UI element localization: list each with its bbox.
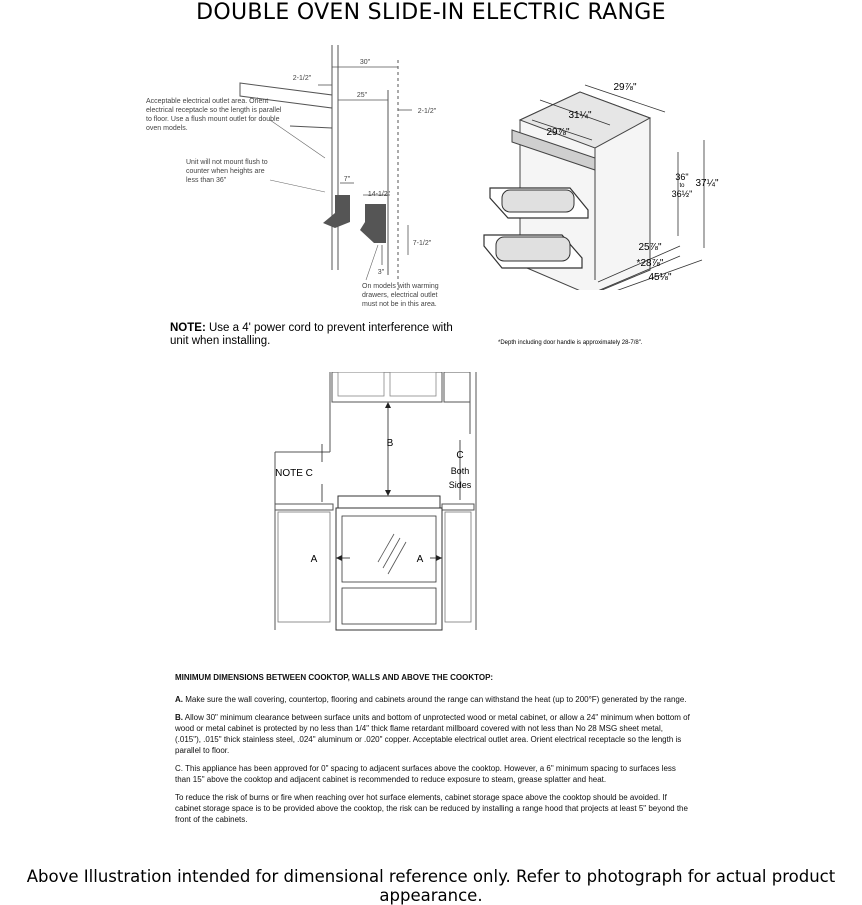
left-base-cabinet bbox=[277, 511, 331, 623]
instruction-a: A. Make sure the wall covering, countert… bbox=[175, 694, 690, 705]
label-a-right: A bbox=[417, 554, 424, 565]
range-oven-window bbox=[341, 515, 437, 583]
label-a-left: A bbox=[311, 554, 318, 565]
instruction-a-text: Make sure the wall covering, countertop,… bbox=[183, 695, 687, 704]
instruction-c: C. This appliance has been approved for … bbox=[175, 764, 676, 784]
upper-cabinet bbox=[331, 372, 443, 403]
dim-depth-45-label: 45⅛" bbox=[648, 272, 671, 283]
instruction-b-text: Allow 30" minimum clearance between surf… bbox=[175, 713, 690, 755]
label-c: C bbox=[456, 450, 463, 461]
risk-warning: To reduce the risk of burns or fire when… bbox=[175, 793, 688, 824]
instruction-b-label: B. bbox=[175, 713, 183, 722]
power-cord-note: NOTE: Use a 4' power cord to prevent int… bbox=[170, 322, 460, 348]
dim-right-2-5-label: 2-1/2" bbox=[418, 108, 437, 115]
dim-top-label: 29⅞" bbox=[613, 82, 636, 93]
note-label: NOTE: bbox=[170, 322, 206, 334]
disclaimer: Above Illustration intended for dimensio… bbox=[26, 867, 836, 905]
range-top bbox=[337, 495, 441, 509]
instructions-block: MINIMUM DIMENSIONS BETWEEN COOKTOP, WALL… bbox=[175, 672, 690, 825]
control-panel bbox=[511, 129, 596, 171]
label-both: Both bbox=[451, 466, 470, 476]
dim-14-5-label: 14-1/2" bbox=[368, 191, 391, 198]
dim-3-label: 3" bbox=[378, 269, 385, 276]
clearance-diagram: A A B C Both Sides NOTE C bbox=[274, 372, 477, 631]
dim-7-5-label: 7-1/2" bbox=[413, 240, 432, 247]
outlet-area-right bbox=[360, 204, 386, 243]
dim-to-label: to bbox=[679, 183, 685, 189]
label-b: B bbox=[387, 438, 394, 449]
dim-height-37-label: 37¼" bbox=[695, 177, 718, 189]
dim-depth-28-label: *28⅞" bbox=[637, 258, 664, 269]
instructions-heading: MINIMUM DIMENSIONS BETWEEN COOKTOP, WALL… bbox=[175, 673, 494, 682]
range-lower-drawer bbox=[341, 587, 437, 625]
label-sides: Sides bbox=[449, 480, 472, 490]
range-dimension-drawing: 29⅞" 31¼" 29⅞" 36" to 36½" 37¼" 25⅞" *28… bbox=[483, 82, 719, 290]
warming-drawer-note: On models with warming drawers, electric… bbox=[362, 283, 439, 308]
mount-note: Unit will not mount flush to counter whe… bbox=[186, 159, 268, 184]
depth-footnote: *Depth including door handle is approxim… bbox=[498, 340, 643, 346]
dim-25-label: 25" bbox=[357, 92, 368, 99]
range-cooktop bbox=[518, 91, 652, 149]
instruction-b: B. Allow 30" minimum clearance between s… bbox=[175, 712, 690, 756]
label-note-c: NOTE C bbox=[275, 468, 313, 479]
dim-depth-25-label: 25⅞" bbox=[638, 242, 661, 253]
instruction-a-label: A. bbox=[175, 695, 183, 704]
dim-left-2-5-label: 2-1/2" bbox=[293, 75, 312, 82]
installation-cutout-diagram: 30" 25" 2-1/2" 2-1/2" 7" 14-1/2" 7-1/2" … bbox=[239, 45, 437, 290]
outlet-area-left bbox=[323, 195, 350, 228]
dim-7-label: 7" bbox=[344, 176, 351, 183]
dim-height-36-5-label: 36½" bbox=[672, 189, 693, 199]
dim-30-label: 30" bbox=[360, 59, 371, 66]
dim-mid-label: 31¼" bbox=[568, 109, 591, 121]
dim-height-36-label: 36" bbox=[675, 172, 688, 182]
dim-front-label: 29⅞" bbox=[546, 127, 569, 138]
note-text: Use a 4' power cord to prevent interfere… bbox=[170, 322, 453, 347]
outlet-note: Acceptable electrical outlet area. Orien… bbox=[146, 98, 282, 132]
page-title: DOUBLE OVEN SLIDE-IN ELECTRIC RANGE bbox=[196, 0, 666, 25]
right-base-cabinet bbox=[444, 511, 472, 623]
range-front bbox=[335, 507, 443, 631]
